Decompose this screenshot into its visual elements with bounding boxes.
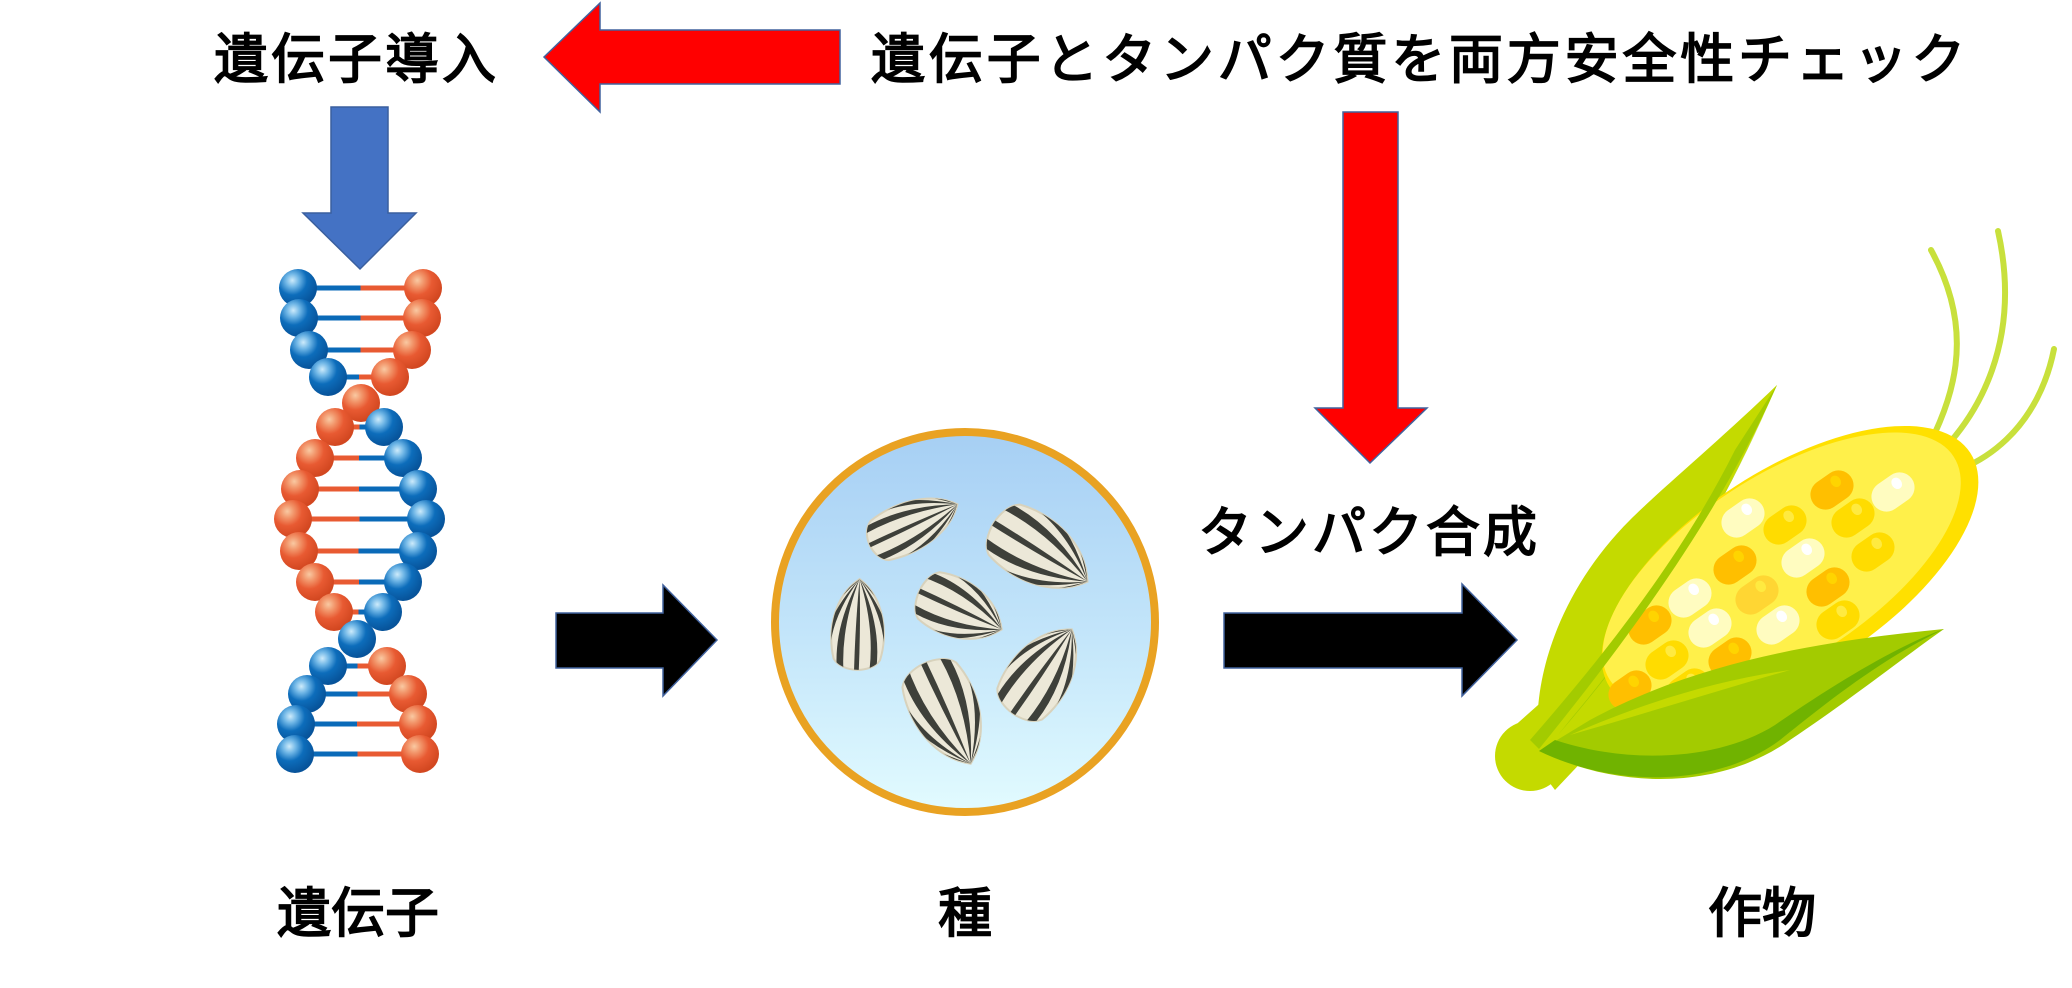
corn-front-leaf xyxy=(1539,629,1944,780)
dna-base-pair xyxy=(277,705,437,743)
corn-icon xyxy=(1495,228,2057,791)
dna-base-pair xyxy=(288,675,427,713)
corn-kernel xyxy=(1688,608,1732,648)
corn-kernel xyxy=(1763,505,1807,545)
gene-introduction-label: 遺伝子導入 xyxy=(214,28,499,91)
dna-base-pair xyxy=(296,439,422,477)
sunflower-seeds-icon xyxy=(771,428,1159,816)
gene-label: 遺伝子 xyxy=(277,882,439,945)
corn-side-leaf xyxy=(1530,385,1777,749)
safety-check-label: 遺伝子とタンパク質を両方安全性チェック xyxy=(871,28,1970,91)
corn-kernel xyxy=(1735,575,1779,615)
corn-kernel xyxy=(1871,472,1915,512)
corn-kernel xyxy=(1645,640,1689,680)
dna-base-pair xyxy=(296,563,422,601)
seed-circle-ring xyxy=(771,428,1159,816)
dna-base-pair xyxy=(279,269,442,307)
corn-kernel xyxy=(1668,578,1712,618)
corn-kernel xyxy=(1810,470,1854,510)
dna-base-pair xyxy=(280,532,437,570)
corn-kernel xyxy=(1721,498,1765,538)
black-right-arrow-seed-to-crop xyxy=(1223,582,1519,698)
corn-kernel xyxy=(1781,538,1825,578)
dna-base-pair xyxy=(309,358,409,396)
dna-base-pair xyxy=(309,647,406,685)
dna-base-pair xyxy=(274,500,445,538)
corn-kernel xyxy=(1851,532,1895,572)
dna-base-pair xyxy=(290,331,431,369)
blue-down-arrow xyxy=(301,106,418,271)
protein-synthesis-label: タンパク合成 xyxy=(1198,501,1540,564)
dna-base-pair xyxy=(315,593,402,631)
dna-base-pair xyxy=(338,620,376,658)
dna-base-pair xyxy=(316,408,403,446)
corn-front-leaf-shade xyxy=(1539,629,1944,778)
corn-kernel xyxy=(1816,600,1860,640)
red-down-arrow xyxy=(1313,111,1429,465)
corn-kernel xyxy=(1756,605,1800,645)
dna-base-pair xyxy=(281,470,437,508)
red-left-arrow xyxy=(542,1,841,114)
crop-label: 作物 xyxy=(1708,882,1816,945)
corn-kernel xyxy=(1713,545,1757,585)
corn-kernel xyxy=(1806,567,1850,607)
dna-base-pair xyxy=(342,384,380,422)
dna-helix-icon xyxy=(274,269,445,773)
dna-base-pair xyxy=(280,299,441,337)
dna-base-pair xyxy=(276,735,439,773)
seed-label: 種 xyxy=(938,882,992,945)
corn-kernel xyxy=(1831,498,1875,538)
corn-front-leaf-highlight xyxy=(1570,670,1790,735)
black-right-arrow-gene-to-seed xyxy=(555,583,719,698)
